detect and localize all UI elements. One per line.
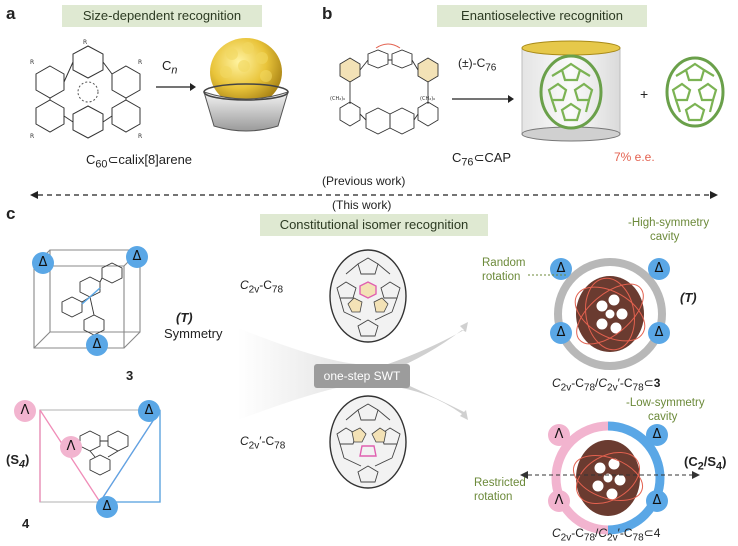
panel-b-ee: 7% e.e. bbox=[614, 150, 655, 164]
c2-axis bbox=[520, 471, 700, 479]
delta-badge-r2: Δ bbox=[648, 258, 670, 280]
lambda-badge-4a: Λ bbox=[14, 400, 36, 422]
symmetry-T-label: (T) bbox=[176, 310, 193, 325]
panel-a-complex-label: C60⊂calix[8]arene bbox=[86, 152, 193, 171]
symmetry-word: Symmetry bbox=[164, 326, 223, 341]
panel-a-arrow-label: Cn bbox=[162, 58, 178, 77]
panel-c-letter: c bbox=[6, 204, 16, 223]
lambda-badge-r2: Λ bbox=[548, 490, 570, 512]
delta-badge-3b: Δ bbox=[126, 246, 148, 268]
cap-structure: (CH₂)₆ (CH₂)₆ bbox=[330, 43, 439, 135]
work-divider-arrow bbox=[30, 191, 718, 199]
isomer-c2v-label: C2v-C78 bbox=[240, 278, 284, 296]
delta-badge-r5: Δ bbox=[646, 424, 668, 446]
complex-3-label: C2v-C78/C2v′-C78⊂3 bbox=[552, 376, 661, 394]
panel-b-arrow bbox=[452, 95, 514, 103]
high-symmetry-cavity bbox=[554, 258, 666, 370]
calixarene-bowl-c60 bbox=[203, 38, 289, 132]
delta-badge-4b: Δ bbox=[96, 496, 118, 518]
panel-b-plus: + bbox=[640, 86, 649, 102]
delta-badge-r3: Δ bbox=[550, 322, 572, 344]
panel-b-arrow-label: (±)-C76 bbox=[458, 56, 497, 74]
lambda-badge-4b: Λ bbox=[60, 436, 82, 458]
panel-b-header: Enantioselective recognition bbox=[437, 5, 647, 27]
cap-cylinder-c76 bbox=[521, 40, 621, 142]
symmetry-T-right: (T) bbox=[680, 290, 697, 305]
delta-badge-r4: Δ bbox=[648, 322, 670, 344]
random-rotation-leader bbox=[528, 274, 566, 276]
low-symmetry-cavity bbox=[551, 421, 665, 535]
svg-text:R: R bbox=[30, 59, 34, 66]
symmetry-S4-label: (S4) bbox=[6, 452, 30, 471]
this-work-label: (This work) bbox=[332, 198, 392, 212]
compound-3-label: 3 bbox=[126, 368, 134, 383]
svg-text:R: R bbox=[138, 133, 142, 140]
delta-badge-r6: Δ bbox=[646, 490, 668, 512]
swt-button: one-step SWT bbox=[314, 364, 410, 388]
panel-a-header: Size-dependent recognition bbox=[62, 5, 262, 27]
isomer-c2v-prime-label: C2v′-C78 bbox=[240, 434, 286, 452]
svg-text:R: R bbox=[83, 39, 87, 46]
fullerene-c2v-c78 bbox=[329, 249, 407, 343]
delta-badge-r1: Δ bbox=[550, 258, 572, 280]
symmetry-C2-S4-right: (C2/S4) bbox=[684, 454, 727, 473]
fullerene-c2v-prime-c78 bbox=[329, 395, 407, 489]
delta-badge-3a: Δ bbox=[32, 252, 54, 274]
previous-work-label: (Previous work) bbox=[322, 174, 406, 188]
complex-4-label: C2v-C78/C2v′-C78⊂4 bbox=[552, 526, 661, 544]
panel-a-letter: a bbox=[6, 4, 16, 23]
panel-b-letter: b bbox=[322, 4, 333, 23]
svg-text:R: R bbox=[30, 133, 34, 140]
lambda-badge-r1: Λ bbox=[548, 424, 570, 446]
free-c76 bbox=[665, 56, 725, 128]
compound-4-label: 4 bbox=[22, 516, 30, 531]
panel-c-header: Constitutional isomer recognition bbox=[260, 214, 488, 236]
delta-badge-3c: Δ bbox=[86, 334, 108, 356]
svg-text:(CH₂)₆: (CH₂)₆ bbox=[420, 96, 435, 102]
calixarene-structure: R R R R R bbox=[30, 39, 142, 140]
panel-b-complex-label: C76⊂CAP bbox=[452, 150, 512, 169]
cage-4-tetrahedron bbox=[39, 409, 161, 504]
svg-text:(CH₂)₆: (CH₂)₆ bbox=[330, 96, 345, 102]
svg-text:R: R bbox=[138, 59, 142, 66]
panel-a-arrow bbox=[156, 83, 196, 91]
delta-badge-4a: Δ bbox=[138, 400, 160, 422]
